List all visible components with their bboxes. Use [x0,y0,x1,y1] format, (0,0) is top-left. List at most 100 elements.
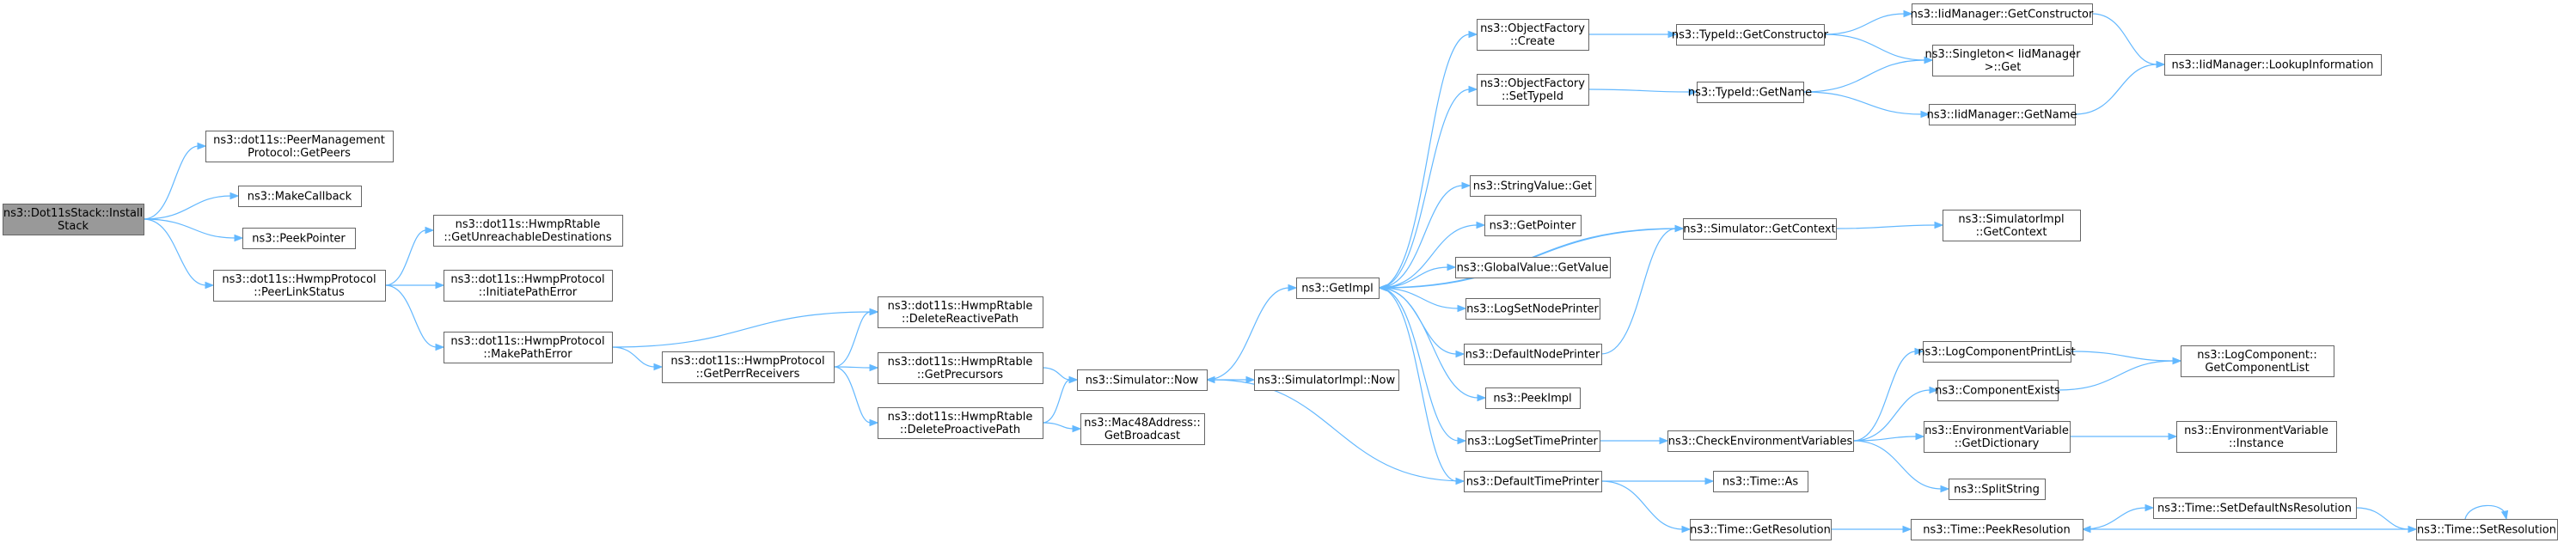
graph-node-rt-delproactive[interactable]: ns3::dot11s::HwmpRtable::DeleteProactive… [878,407,1043,439]
graph-node-of-settypeid[interactable]: ns3::ObjectFactory::SetTypeId [1477,74,1589,106]
graph-node-getpointer[interactable]: ns3::GetPointer [1484,215,1582,236]
edge-line [143,195,232,220]
node-label: ns3::TypeId::GetName [1688,87,1812,100]
node-label: ::DeleteReactivePath [902,313,1019,326]
graph-edge-defaulttimeprinter-to-time-getres [1600,480,1692,534]
node-box [1912,3,2093,25]
graph-node-logcompprintlist[interactable]: ns3::LogComponentPrintList [1918,341,2076,363]
graph-edge-hwmp-getperr-to-rt-delreactive [833,308,879,368]
node-box [1924,421,2071,453]
graph-node-time-setdefaultns[interactable]: ns3::Time::SetDefaultNsResolution [2153,497,2357,519]
node-label: ns3::IidManager::GetConstructor [1911,9,2094,21]
graph-node-hwmp-peerlink[interactable]: ns3::dot11s::HwmpProtocol::PeerLinkStatu… [213,270,386,302]
graph-node-makecallback[interactable]: ns3::MakeCallback [238,186,362,207]
graph-node-typeid-getconstructor[interactable]: ns3::TypeId::GetConstructor [1672,24,1829,46]
node-label: ns3::Time::GetResolution [1690,524,1831,537]
edge-line [1042,379,1071,424]
graph-node-iidmgr-getname[interactable]: ns3::IidManager::GetName [1927,104,2077,125]
graph-node-envvar-instance[interactable]: ns3::EnvironmentVariable::Instance [2176,421,2337,453]
node-box [1477,74,1589,106]
graph-node-sim-getcontext[interactable]: ns3::Simulator::GetContext [1683,218,1837,240]
graph-node-singleton-get[interactable]: ns3::Singleton< IidManager>::Get [1924,45,2081,76]
graph-edge-iidmgr-getname-to-iidmgr-lookup [2074,60,2166,115]
graph-edge-install-to-peekpointer [143,218,244,242]
edge-line [1852,440,1943,490]
edge-line [1378,266,1449,289]
graph-edge-hwmp-peerlink-to-rt-getunreach [384,226,435,286]
graph-node-iidmgr-getconstructor[interactable]: ns3::IidManager::GetConstructor [1911,3,2094,25]
edge-line [2082,507,2147,530]
node-box [1676,24,1825,46]
edge-arrowhead [869,418,879,427]
node-label: ns3::GetImpl [1301,283,1374,296]
edge-arrowhead [1072,424,1082,433]
graph-node-logsettimeprinter[interactable]: ns3::LogSetTimePrinter [1465,430,1600,452]
node-label: ::PeerLinkStatus [254,286,345,299]
graph-edge-getimpl-to-peekimpl [1378,287,1487,402]
edge-arrowhead [1468,30,1478,39]
graph-node-of-create[interactable]: ns3::ObjectFactory::Create [1477,19,1589,51]
graph-node-simimpl-now[interactable]: ns3::SimulatorImpl::Now [1254,369,1399,391]
graph-node-rt-getunreach[interactable]: ns3::dot11s::HwmpRtable::GetUnreachableD… [433,215,623,247]
graph-node-stringvalue-get[interactable]: ns3::StringValue::Get [1470,175,1596,197]
graph-node-hwmp-initpatherr[interactable]: ns3::dot11s::HwmpProtocol::InitiatePathE… [444,270,613,302]
graph-node-peekimpl[interactable]: ns3::PeekImpl [1485,387,1581,409]
graph-node-defaulttimeprinter[interactable]: ns3::DefaultTimePrinter [1464,471,1602,492]
graph-edge-of-settypeid-to-typeid-getname [1588,88,1698,96]
node-box [444,270,613,302]
graph-node-pmp-getpeers[interactable]: ns3::dot11s::PeerManagementProtocol::Get… [205,131,394,162]
graph-node-mac48-bcast[interactable]: ns3::Mac48Address::GetBroadcast [1080,413,1205,445]
graph-node-typeid-getname[interactable]: ns3::TypeId::GetName [1688,82,1812,103]
node-box [1455,257,1611,278]
node-box [242,228,356,249]
graph-node-logsetnodeprinter[interactable]: ns3::LogSetNodePrinter [1465,298,1600,320]
node-box [1464,471,1602,492]
node-box [444,332,613,363]
node-label: ns3::Time::SetResolution [2417,524,2556,537]
graph-edge-defaultnodeprinter-to-sim-getcontext [1600,224,1685,355]
graph-node-time-getres[interactable]: ns3::Time::GetResolution [1690,519,1832,540]
graph-node-time-setres[interactable]: ns3::Time::SetResolution [2416,519,2558,540]
edge-line [1378,287,1458,482]
node-label: ::GetPerrReceivers [696,368,800,381]
graph-node-checkenv[interactable]: ns3::CheckEnvironmentVariables [1667,430,1854,452]
graph-edge-defaulttimeprinter-to-time-as [1601,477,1715,485]
node-box [1465,298,1600,320]
edge-arrowhead [435,343,445,351]
edge-arrowhead [1447,263,1457,272]
graph-node-getimpl[interactable]: ns3::GetImpl [1296,278,1380,299]
graph-node-logcomp-getlist[interactable]: ns3::LogComponent::GetComponentList [2181,345,2334,377]
node-box [2416,519,2558,540]
node-label: ns3::EnvironmentVariable [1924,424,2069,437]
graph-node-rt-getprecursors[interactable]: ns3::dot11s::HwmpRtable::GetPrecursors [878,352,1043,384]
graph-node-time-peekres[interactable]: ns3::Time::PeekResolution [1911,519,2083,540]
graph-node-componentexists[interactable]: ns3::ComponentExists [1935,380,2060,401]
graph-node-simimpl-getcontext[interactable]: ns3::SimulatorImpl::GetContext [1943,210,2081,241]
node-label: ns3::GlobalValue::GetValue [1457,262,1609,275]
graph-node-defaultnodeprinter[interactable]: ns3::DefaultNodePrinter [1464,344,1602,365]
graph-node-sim-now[interactable]: ns3::Simulator::Now [1077,369,1208,391]
graph-node-envvar-getdict[interactable]: ns3::EnvironmentVariable::GetDictionary [1924,421,2071,453]
node-label: ::GetPrecursors [917,369,1003,381]
graph-edge-defaulttimeprinter-to-sim-now [1205,375,1465,482]
graph-node-globalvalue-getvalue[interactable]: ns3::GlobalValue::GetValue [1455,257,1611,278]
node-label: ns3::SimulatorImpl [1958,213,2064,226]
graph-edge-install-to-pmp-getpeers [143,142,207,220]
graph-edge-hwmp-makepatherr-to-rt-delreactive [611,308,879,348]
graph-node-hwmp-makepatherr[interactable]: ns3::dot11s::HwmpProtocol::MakePathError [444,332,613,363]
graph-node-peekpointer[interactable]: ns3::PeekPointer [242,228,356,249]
edge-line [384,284,437,348]
node-label: ns3::dot11s::HwmpRtable [888,356,1033,369]
node-box [1077,369,1208,391]
graph-edge-install-to-makecallback [143,192,240,220]
graph-node-iidmgr-lookup[interactable]: ns3::IidManager::LookupInformation [2164,54,2382,76]
graph-edge-getimpl-to-logsettimeprinter [1378,287,1467,445]
graph-node-time-as[interactable]: ns3::Time::As [1713,471,1808,492]
graph-node-hwmp-getperr[interactable]: ns3::dot11s::HwmpProtocol::GetPerrReceiv… [662,351,835,383]
edge-line [384,229,427,286]
graph-node-splitstring[interactable]: ns3::SplitString [1949,479,2046,500]
graph-edge-hwmp-makepatherr-to-hwmp-getperr [611,346,664,371]
graph-node-rt-delreactive[interactable]: ns3::dot11s::HwmpRtable::DeleteReactiveP… [878,296,1043,328]
